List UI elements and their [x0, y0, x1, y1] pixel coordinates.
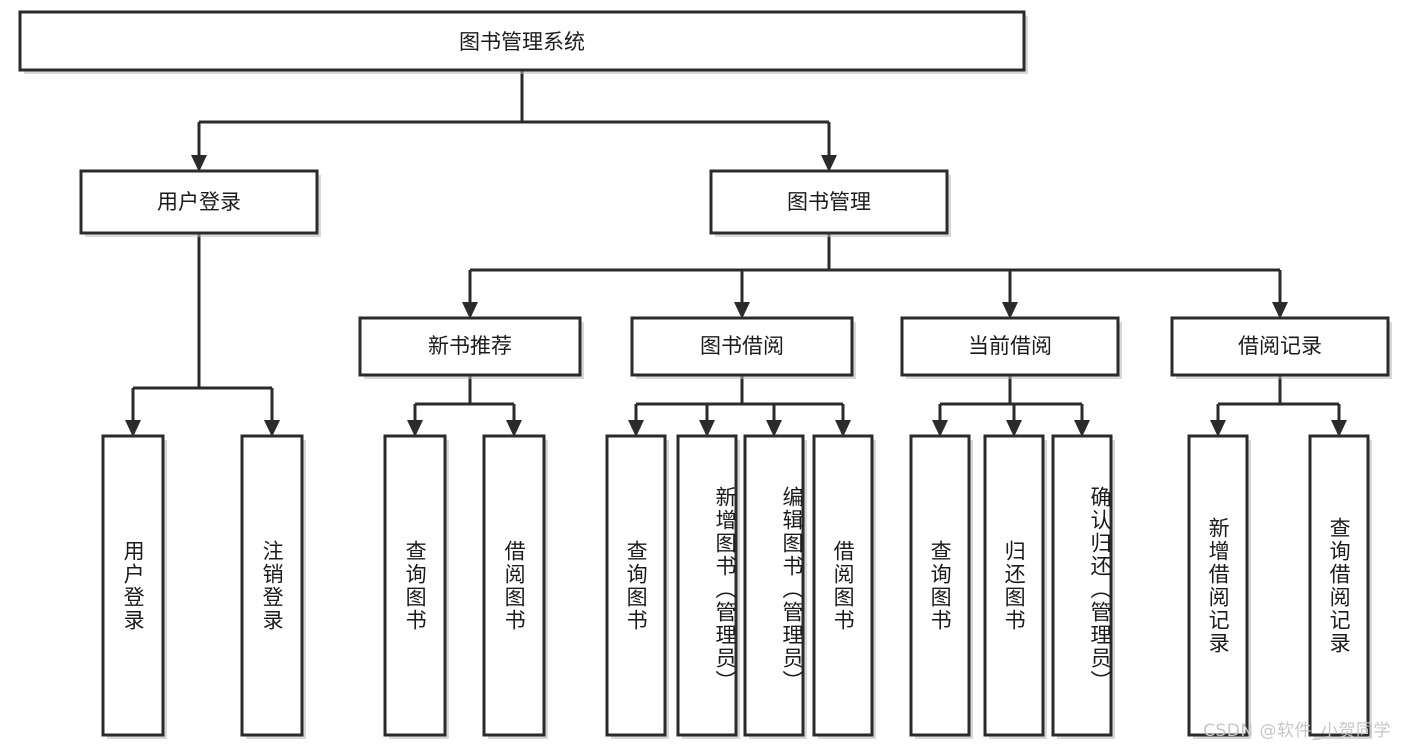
node-user-login-label: 用户登录: [157, 190, 241, 214]
csdn-watermark: CSDN @软件_小贺同学: [1203, 721, 1391, 741]
node-leaf-query-book-rec[interactable]: [383, 434, 449, 739]
node-current-borrow[interactable]: 当前借阅: [900, 316, 1122, 379]
node-user-login[interactable]: 用户登录: [79, 169, 321, 237]
connectors-newbook-to-leaves: [407, 375, 522, 437]
connectors-currentborrow-to-leaves: [932, 375, 1090, 437]
connectors-root-to-level2: [191, 70, 837, 172]
connectors-bookmanage-to-level3: [462, 233, 1288, 319]
node-book-borrow[interactable]: 图书借阅: [630, 316, 856, 379]
node-root-label: 图书管理系统: [459, 30, 585, 54]
node-leaf-query-record[interactable]: [1308, 434, 1372, 739]
node-new-book-rec[interactable]: 新书推荐: [358, 316, 584, 379]
connectors-bookborrow-to-leaves: [628, 375, 851, 437]
connectors-borrowrecord-to-leaves: [1210, 375, 1347, 437]
node-book-manage[interactable]: 图书管理: [709, 169, 951, 237]
node-borrow-record[interactable]: 借阅记录: [1170, 316, 1392, 379]
node-leaf-borrow-book-bor[interactable]: [812, 434, 876, 739]
node-leaf-user-login[interactable]: [101, 434, 167, 739]
node-current-borrow-label: 当前借阅: [968, 334, 1052, 358]
connectors-userlogin-to-leaves: [125, 233, 280, 437]
node-borrow-record-label: 借阅记录: [1238, 334, 1322, 358]
node-leaf-borrow-book-rec[interactable]: [482, 434, 548, 739]
node-leaf-query-book-cur[interactable]: [909, 434, 973, 739]
node-leaf-edit-book[interactable]: [743, 434, 807, 739]
node-leaf-add-book[interactable]: [676, 434, 740, 739]
node-leaf-confirm-return[interactable]: [1051, 434, 1115, 739]
node-book-borrow-label: 图书借阅: [700, 334, 784, 358]
node-book-manage-label: 图书管理: [787, 190, 871, 214]
node-new-book-rec-label: 新书推荐: [428, 334, 512, 358]
node-root[interactable]: 图书管理系统: [18, 10, 1028, 74]
node-leaf-query-book-bor[interactable]: [605, 434, 669, 739]
node-leaf-user-logout[interactable]: [240, 434, 306, 739]
leaf-node-boxes: [101, 434, 1372, 739]
node-leaf-return-book[interactable]: [983, 434, 1047, 739]
node-leaf-add-record[interactable]: [1187, 434, 1251, 739]
